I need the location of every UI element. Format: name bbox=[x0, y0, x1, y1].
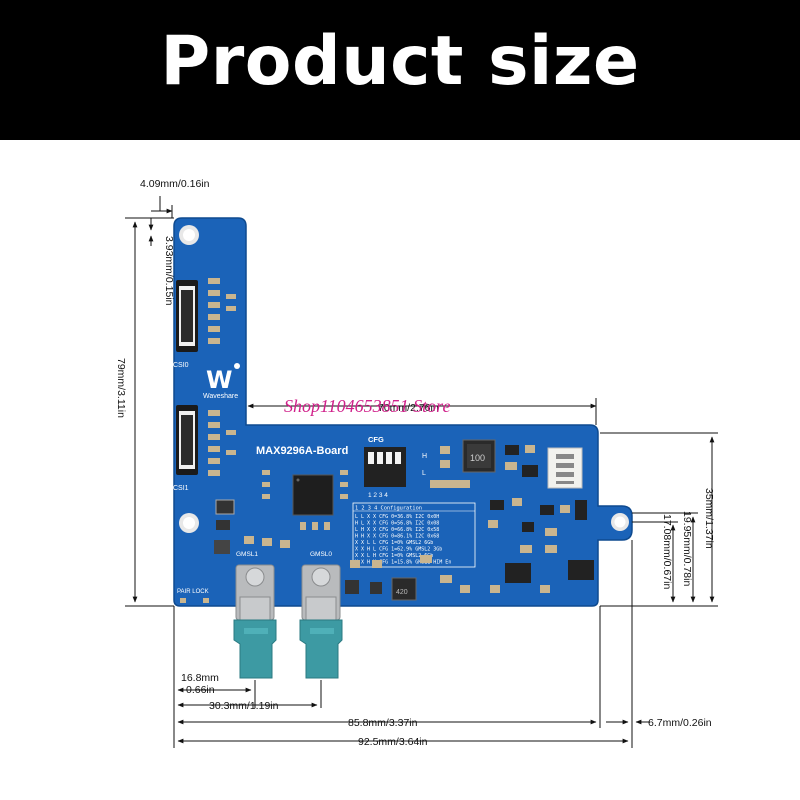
max9296a-chip bbox=[292, 474, 334, 516]
crystal bbox=[214, 499, 290, 554]
mounting-hole-left bbox=[179, 513, 199, 533]
switch-l-label: L bbox=[422, 470, 426, 477]
dimension-lines bbox=[125, 196, 718, 748]
config-row: H H X X CFG 0=86.1% I2C 0x68 bbox=[355, 534, 439, 540]
config-row: H L X X CFG 0=56.8% I2C 0x08 bbox=[355, 521, 439, 527]
dim-right-height: 35mm/1.37in bbox=[703, 488, 715, 549]
bottom-components bbox=[345, 560, 417, 601]
dim-low-height: 17.08mm/0.67in bbox=[661, 514, 673, 589]
config-table: 1 2 3 4 Configuration L L X X CFG 0=36.8… bbox=[352, 502, 476, 568]
csi1-label: CSI1 bbox=[173, 485, 189, 492]
waveshare-logo: W bbox=[206, 363, 240, 394]
dim-total-width: 92.5mm/3.64in bbox=[358, 736, 428, 748]
dim-top-offset: 4.09mm/0.16in bbox=[140, 178, 210, 190]
chip-c-label: 420 bbox=[396, 589, 408, 596]
dim-hole-offset: 3.93mm/0.15in bbox=[163, 236, 175, 306]
config-row: X X H H CFG 1=15.8% GMSL1 HIM En bbox=[355, 560, 451, 566]
csi0-label: CSI0 bbox=[173, 362, 189, 369]
ic-passives bbox=[262, 470, 348, 530]
config-row: L L X X CFG 0=36.8% I2C 0x0H bbox=[355, 514, 439, 520]
dim-conn1-value: 16.8mm bbox=[181, 672, 219, 684]
inductor-label: 100 bbox=[470, 453, 485, 463]
store-watermark: Shop1104653851 Store bbox=[284, 396, 451, 416]
dim-hole-width: 85.8mm/3.37in bbox=[348, 717, 418, 729]
capacitor-column bbox=[208, 278, 236, 476]
cfg-label: CFG bbox=[368, 435, 384, 444]
title-banner: Product size bbox=[0, 0, 800, 140]
dim-conn1-inch: 0.66in bbox=[186, 684, 215, 696]
dim-left-height: 79mm/3.11in bbox=[115, 358, 127, 418]
csi1-connector bbox=[176, 405, 198, 475]
svg-text:W: W bbox=[206, 366, 232, 394]
pair-lock-label: PAIR LOCK bbox=[177, 589, 209, 595]
gmsl0-fakra-connector bbox=[299, 564, 343, 679]
power-connector bbox=[547, 447, 583, 489]
pcb-board: CSI0 CSI1 W Waveshare MAX9296A-Board bbox=[173, 217, 633, 607]
config-row: X X L H CFG 1=0% GMSL2 6Gb bbox=[355, 553, 433, 559]
mounting-hole-top bbox=[179, 225, 199, 245]
power-inductor bbox=[462, 439, 496, 473]
dim-conn2: 30.3mm/1.19in bbox=[209, 700, 279, 712]
gmsl0-label: GMSL0 bbox=[310, 551, 332, 558]
dim-mid-height: 19.95mm/0.78in bbox=[681, 511, 693, 586]
pcb-outline bbox=[173, 217, 633, 607]
gmsl1-label: GMSL1 bbox=[236, 551, 258, 558]
right-components bbox=[420, 445, 594, 593]
config-header: 1 2 3 4 Configuration bbox=[355, 506, 422, 512]
dim-right-width: 70mm/2.76in bbox=[378, 402, 439, 414]
config-row: X X H L CFG 1=62.9% GMSL2 3Gb bbox=[355, 547, 442, 553]
config-row: L H X X CFG 0=66.8% I2C 0x58 bbox=[355, 527, 439, 533]
cfg-dip-switch bbox=[364, 447, 406, 487]
switch-h-label: H bbox=[422, 453, 427, 460]
csi0-connector bbox=[176, 280, 198, 352]
led-indicators bbox=[180, 598, 209, 603]
board-name: MAX9296A-Board bbox=[256, 445, 348, 457]
gmsl1-fakra-connector bbox=[233, 564, 277, 679]
banner-title: Product size bbox=[160, 22, 640, 101]
mounting-hole-right bbox=[611, 513, 629, 531]
dim-right-margin: 6.7mm/0.26in bbox=[648, 717, 712, 729]
brand-label: Waveshare bbox=[203, 393, 238, 400]
switch-numbers: 1 2 3 4 bbox=[368, 492, 388, 499]
config-row: X X L L CFG 1=0% GMSL2 6Gb bbox=[355, 540, 433, 546]
